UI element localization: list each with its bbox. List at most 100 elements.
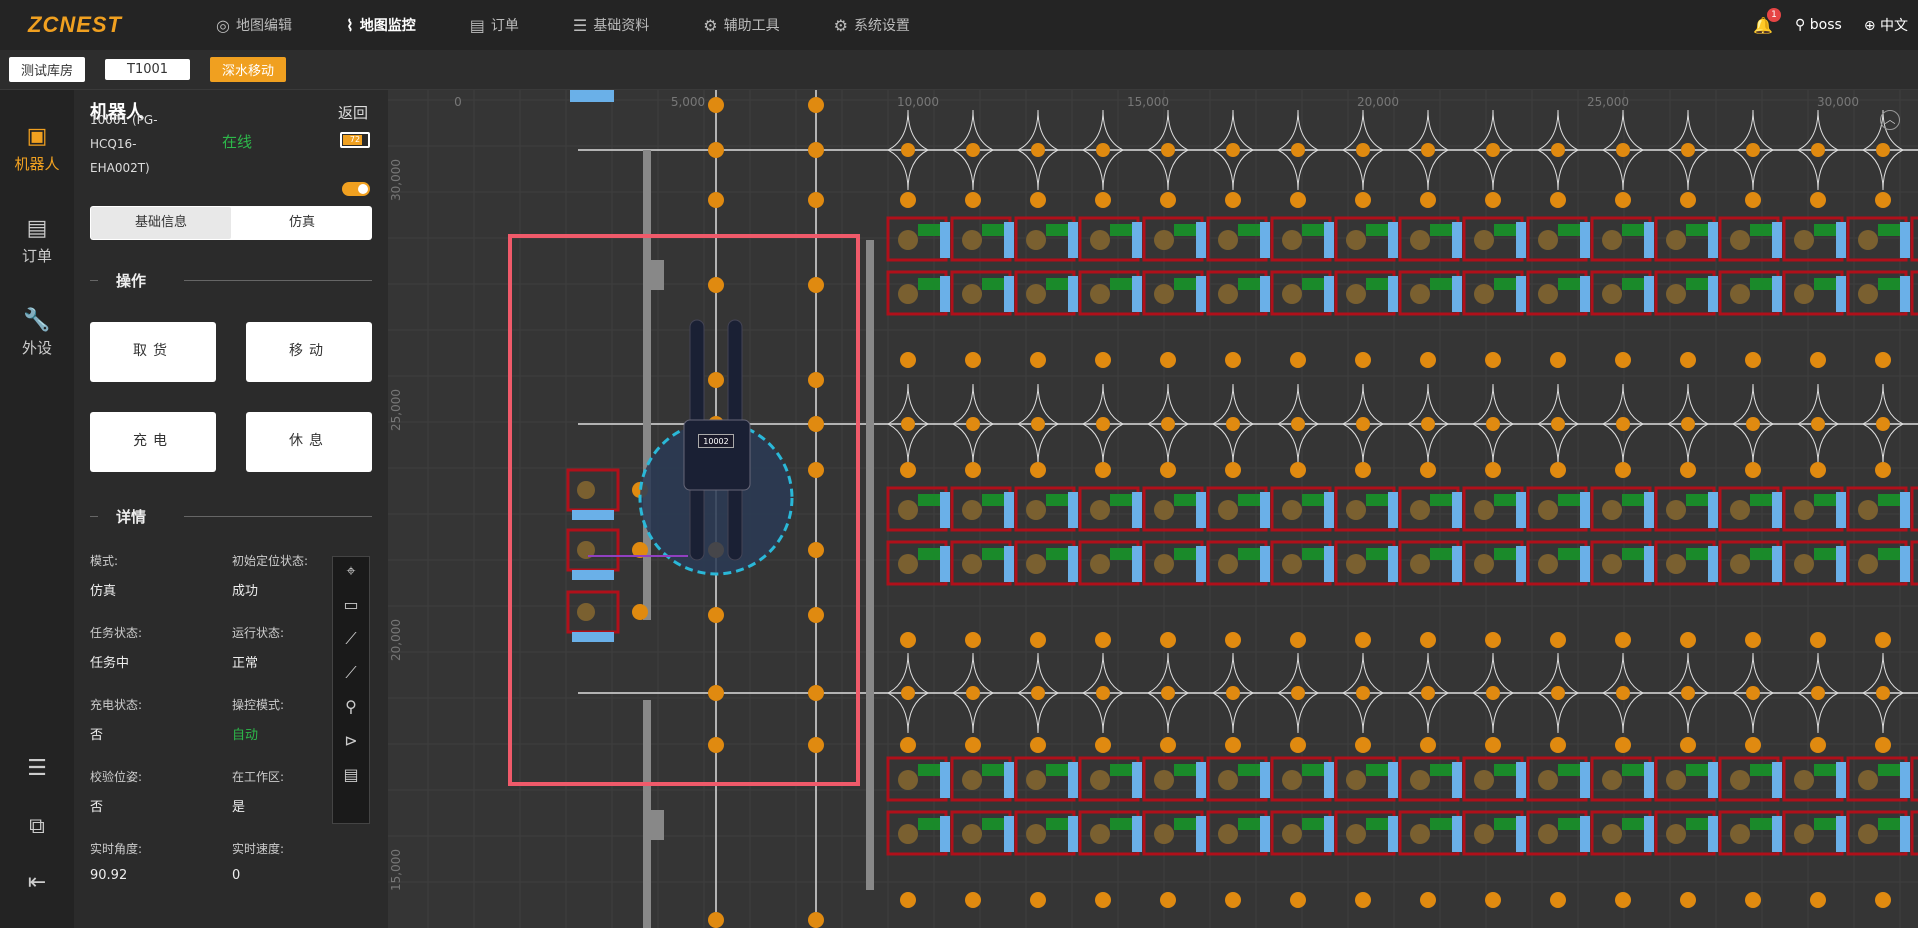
forklift-icon[interactable]: ⟋: [345, 629, 357, 648]
warehouse-chip[interactable]: 测试库房: [9, 57, 86, 82]
nav-aux-tools[interactable]: ⚙辅助工具: [703, 15, 779, 35]
locate-icon[interactable]: ⌖: [346, 561, 356, 580]
collapse-button[interactable]: ⇤: [0, 870, 74, 899]
pallet-marker: [1410, 824, 1430, 844]
pallet-block: [1580, 816, 1590, 852]
robot-name: 10001 (PG- HCQ16- EHA002T): [90, 108, 158, 180]
path-connector: [1017, 109, 1060, 191]
pallet-marker: [898, 230, 918, 250]
collapse-up-icon[interactable]: ︿: [1880, 110, 1900, 130]
top-bar: ZCNEST ◎地图编辑 ⌇地图监控 ▤订单 ☰基础资料 ⚙辅助工具 ⚙系统设置…: [0, 0, 1918, 50]
wall: [643, 700, 651, 928]
path-node: [1551, 143, 1565, 157]
report-icon[interactable]: ▤: [343, 765, 359, 784]
x-tick-label: 5,000: [671, 95, 705, 109]
pallet-marker: [1410, 284, 1430, 304]
tab-simulation[interactable]: 仿真: [288, 215, 315, 230]
tab-basic-info[interactable]: 基础信息: [91, 207, 231, 239]
path-connector: [952, 383, 995, 465]
path-node: [1355, 352, 1371, 368]
robot-toggle[interactable]: [342, 182, 370, 196]
nav-basic-data[interactable]: ☰基础资料: [573, 15, 649, 35]
path-node: [632, 604, 648, 620]
indent-icon: ⇤: [27, 870, 47, 895]
path-node: [901, 143, 915, 157]
rest-button[interactable]: 休息: [246, 412, 372, 472]
nav-map-monitor[interactable]: ⌇地图监控: [346, 15, 416, 35]
path-node: [1485, 192, 1501, 208]
mode-chip[interactable]: 深水移动: [210, 57, 287, 82]
path-node: [1745, 462, 1761, 478]
camera-icon[interactable]: ▭: [343, 595, 359, 614]
slot-tag: [1302, 548, 1324, 560]
pallet-block: [1836, 222, 1846, 258]
path-node: [708, 97, 724, 113]
pin-icon[interactable]: ⚲: [345, 697, 357, 716]
detail-label: 初始定位状态:: [232, 554, 309, 568]
slot-tag: [1622, 494, 1644, 506]
slot-tag: [982, 278, 1004, 290]
path-connector: [1082, 109, 1125, 191]
back-button[interactable]: 返回: [338, 104, 369, 122]
sidebar-item-orders[interactable]: ▤订单: [0, 216, 74, 266]
pallet-block: [1388, 492, 1398, 528]
gear-icon: ⚙: [833, 15, 848, 35]
pallet-block: [1772, 222, 1782, 258]
sidebar-item-robot[interactable]: ▣机器人: [0, 124, 74, 174]
pallet-marker: [1090, 824, 1110, 844]
slot-tag: [1046, 494, 1068, 506]
path-node: [1226, 143, 1240, 157]
user-menu[interactable]: ⚲ boss: [1795, 17, 1842, 33]
slot-tag: [1302, 494, 1324, 506]
path-node: [1420, 632, 1436, 648]
language-switch[interactable]: ⊕ 中文: [1864, 15, 1908, 35]
pallet-block: [1196, 546, 1206, 582]
pallet-block: [1772, 546, 1782, 582]
pallet-marker: [1666, 500, 1686, 520]
robot-id-chip[interactable]: T1001: [105, 59, 191, 80]
wall: [650, 810, 664, 840]
path-node: [1356, 417, 1370, 431]
pallet-block: [940, 816, 950, 852]
notification-badge: 1: [1767, 7, 1782, 22]
path-node: [1421, 417, 1435, 431]
path-node: [966, 417, 980, 431]
nav-settings[interactable]: ⚙系统设置: [834, 15, 910, 35]
layers-button[interactable]: ⧉: [0, 814, 74, 843]
nav-map-edit[interactable]: ◎地图编辑: [216, 15, 292, 35]
path-node: [1095, 192, 1111, 208]
notification-button[interactable]: 🔔1: [1753, 7, 1782, 35]
path-connector: [1212, 383, 1255, 465]
move-button[interactable]: 移动: [246, 322, 372, 382]
path-node: [1485, 892, 1501, 908]
pallet-marker: [962, 500, 982, 520]
path-node: [1485, 352, 1501, 368]
charge-button[interactable]: 充电: [90, 412, 216, 472]
forklift-alt-icon[interactable]: ⟋: [345, 663, 357, 682]
sidebar-item-peripherals[interactable]: 🔧外设: [0, 308, 74, 358]
pallet-marker: [1218, 230, 1238, 250]
path-connector: [1732, 383, 1775, 465]
path-node: [1810, 892, 1826, 908]
pallet-block: [1260, 816, 1270, 852]
list-button[interactable]: ☰: [0, 756, 74, 785]
pallet-marker: [1218, 770, 1238, 790]
pickup-button[interactable]: 取货: [90, 322, 216, 382]
pallet-marker: [1154, 284, 1174, 304]
wall: [866, 240, 874, 890]
pallet-marker: [1794, 770, 1814, 790]
pallet-block: [1580, 276, 1590, 312]
pallet-marker: [1858, 500, 1878, 520]
pallet-marker: [1026, 770, 1046, 790]
slot-tag: [1046, 764, 1068, 776]
pallet-marker: [1410, 500, 1430, 520]
nav-orders[interactable]: ▤订单: [470, 15, 519, 35]
pallet-marker: [1154, 230, 1174, 250]
slot-tag: [1878, 224, 1900, 236]
x-tick-label: 30,000: [1817, 95, 1859, 109]
path-node: [1615, 192, 1631, 208]
pallet-block: [940, 492, 950, 528]
slot-tag: [1686, 764, 1708, 776]
play-icon[interactable]: ⊳: [344, 731, 358, 750]
